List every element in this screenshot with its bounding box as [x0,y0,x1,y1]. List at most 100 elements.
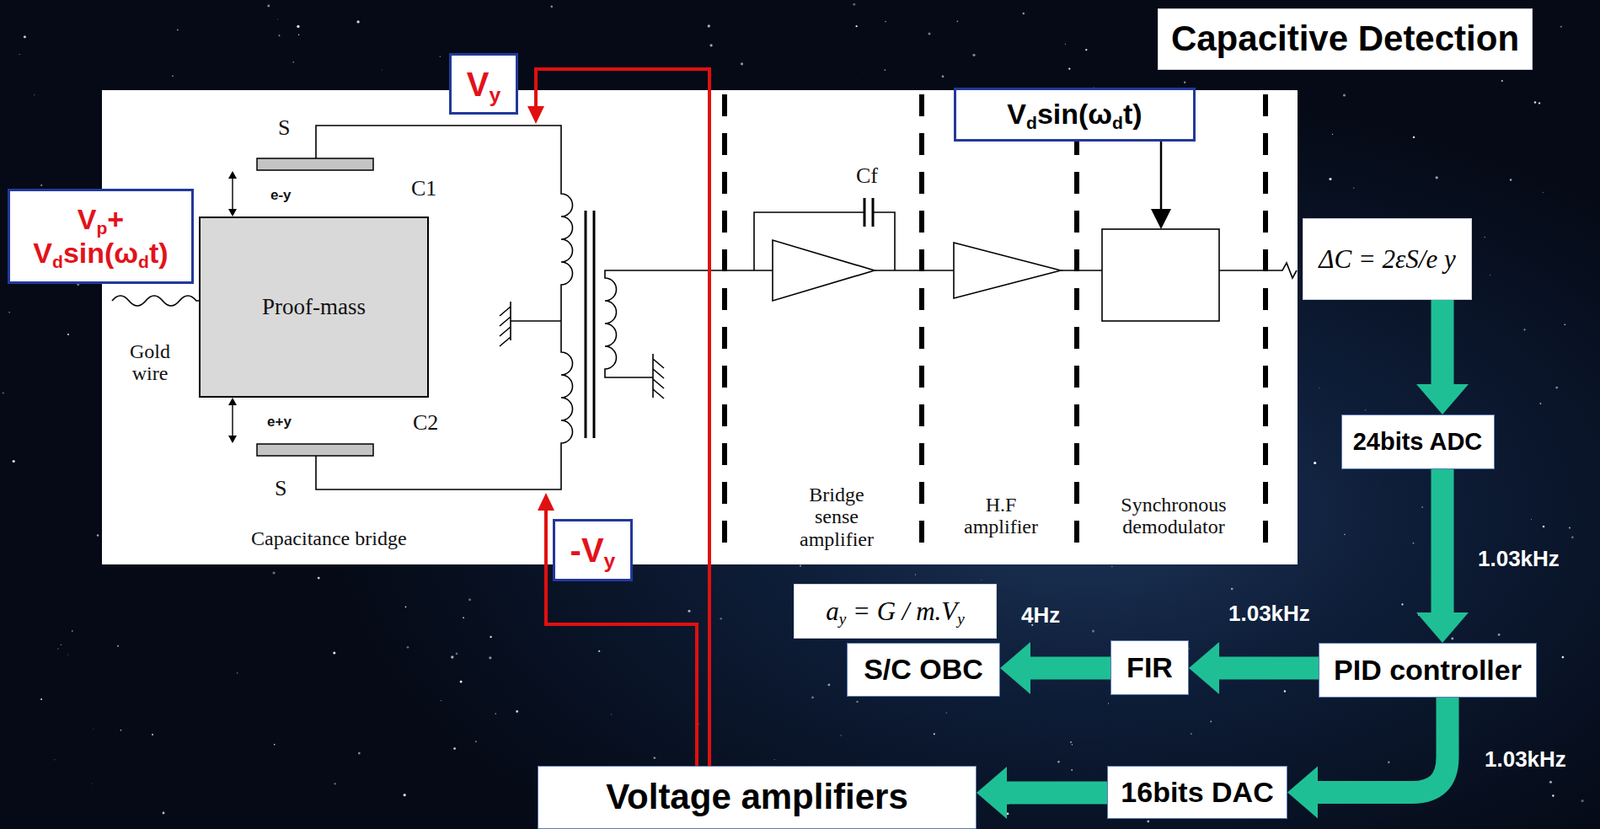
process-box: 16bits DAC [1107,765,1288,819]
star [67,653,69,655]
star [1421,506,1423,508]
star [1332,133,1333,135]
star [450,655,454,659]
star [1146,820,1150,824]
star [1343,534,1345,536]
star [1107,702,1109,704]
illustration-panel [101,90,1298,565]
star [440,700,442,702]
star [1542,525,1546,529]
star [1562,656,1565,659]
star [1549,781,1552,784]
star [515,710,519,713]
star [710,43,713,47]
stage-label: H.F amplifier [954,493,1048,539]
star [455,652,459,656]
rate-label: 1.03kHz [1484,746,1567,773]
arrow-shaft [1217,657,1319,680]
box-text: Proof-mass [262,294,366,321]
star [358,752,361,755]
star [972,53,975,57]
star [332,651,336,654]
star [1071,743,1073,745]
star [1551,794,1554,797]
rate-label: 1.03kHz [1477,545,1560,573]
star [883,69,886,71]
flow-arrow [1287,697,1448,819]
box-text: Vdsin(ωdt) [1006,97,1142,131]
arrow-head [1150,208,1172,230]
signal-wire [1219,262,1297,279]
electrode-plate [256,158,374,171]
star [1581,799,1584,803]
star [333,782,336,785]
process-box: S/C OBC [846,642,1001,697]
stage-label: Bridge sense amplifier [790,483,883,551]
star [941,74,945,78]
star [1313,461,1317,465]
star [1209,721,1212,723]
star [551,5,553,8]
star [1555,386,1558,390]
box-text: ay = G / m.Vy [825,596,965,627]
star [272,571,276,574]
star [856,701,859,704]
star [1568,527,1571,530]
star [54,759,56,760]
flow-arrow [976,766,1108,819]
star [489,636,492,638]
star [1318,387,1321,390]
star [933,733,936,735]
amplifier-symbol [772,240,875,301]
star [852,3,856,6]
star [1501,80,1504,82]
part-label: Gold wire [112,340,188,386]
star [1006,812,1010,815]
star [1364,409,1367,412]
star [317,577,321,580]
arrow-shaft [1431,469,1455,615]
demodulator-block [1102,229,1220,322]
star [1538,101,1541,104]
star [598,650,600,653]
arrow-shaft [1431,299,1455,386]
star [176,29,178,31]
star [403,793,407,797]
star [60,644,62,646]
star [855,25,857,27]
arrow-head [228,171,237,179]
reference-wire [1160,141,1163,211]
arrow-head [527,106,545,124]
star [96,534,100,537]
bridge-wiring [112,125,1297,490]
part-label: C1 [411,176,437,202]
star [236,672,238,674]
star [1328,177,1332,181]
proof-mass: Proof-mass [198,216,429,398]
arrow-head [1416,384,1469,415]
process-box: PID controller [1318,642,1537,698]
star [1387,761,1391,765]
star [1230,588,1234,591]
star [1498,633,1501,637]
star [475,740,477,743]
star [1070,741,1072,744]
star [1190,733,1193,735]
arrow-head [228,435,237,444]
star [1412,136,1415,139]
dashed-separator [1074,94,1080,560]
star [23,35,27,38]
gold-wire [112,295,199,306]
star [1560,26,1563,28]
star [827,683,830,686]
star [12,460,16,463]
rate-label: 4Hz [1021,602,1060,629]
star [1483,236,1486,239]
amplifier-symbol [953,242,1061,299]
flow-arrow [1188,642,1319,695]
box-text: Vy [466,64,501,104]
star [799,565,802,568]
box-text: 24bits ADC [1353,428,1483,456]
arrow-head [976,766,1007,819]
